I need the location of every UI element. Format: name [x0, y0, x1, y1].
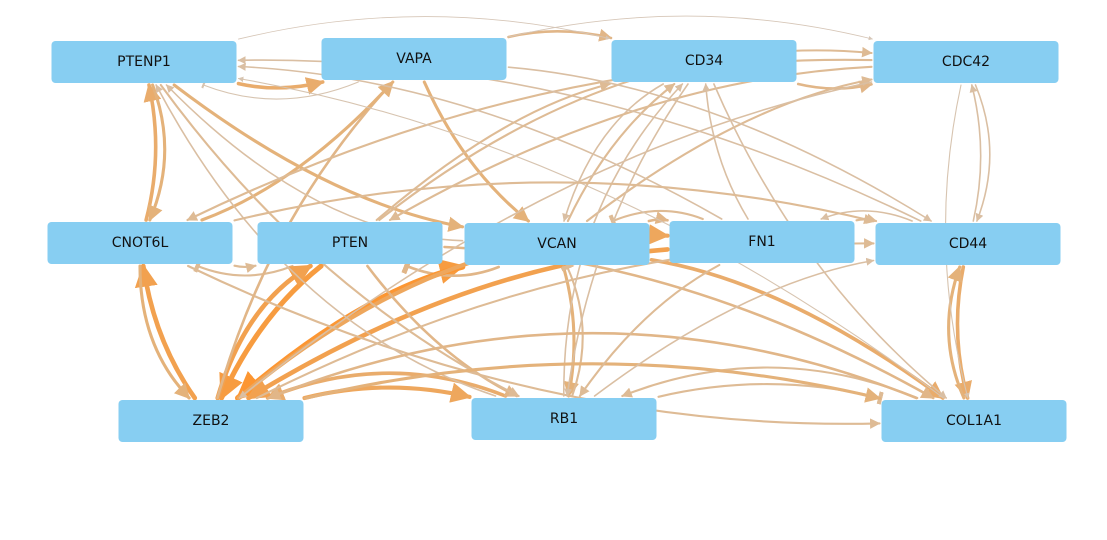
- edge-pten-to-zeb2: [218, 263, 324, 401]
- node-col1a1[interactable]: COL1A1: [881, 400, 1067, 442]
- edge-cd34-to-vcan: [562, 83, 664, 222]
- node-label: CNOT6L: [112, 235, 169, 251]
- node-box: [257, 222, 443, 264]
- node-box: [881, 400, 1067, 442]
- node-zeb2[interactable]: ZEB2: [118, 400, 304, 442]
- node-label: FN1: [748, 234, 775, 250]
- node-box: [611, 40, 797, 82]
- edge-fn1-to-vcan: [608, 209, 704, 228]
- node-vapa[interactable]: VAPA: [321, 38, 507, 80]
- edge-ptenp1-to-rb1: [159, 83, 520, 398]
- edge-cnot6l-to-ptenp1: [143, 83, 162, 222]
- node-ptenp1[interactable]: PTENP1: [51, 41, 237, 83]
- edge-ptenp1-to-vapa: [236, 77, 325, 95]
- node-box: [875, 223, 1061, 265]
- node-box: [471, 398, 657, 440]
- node-cnot6l[interactable]: CNOT6L: [47, 222, 233, 264]
- edge-vapa-to-cd34: [507, 28, 613, 42]
- node-fn1[interactable]: FN1: [669, 221, 855, 263]
- node-label: VAPA: [396, 51, 432, 67]
- edge-fn1-to-ptenp1: [237, 62, 723, 220]
- edge-vapa-to-cdc42: [508, 15, 873, 41]
- node-label: ZEB2: [193, 413, 230, 429]
- node-box: [464, 223, 650, 265]
- edge-vcan-to-pten: [401, 257, 500, 277]
- edge-vapa-to-cd44: [507, 66, 932, 222]
- node-label: PTENP1: [117, 54, 171, 70]
- node-label: VCAN: [537, 236, 576, 252]
- node-box: [47, 222, 233, 264]
- edge-zeb2-to-col1a1: [303, 362, 882, 403]
- node-vcan[interactable]: VCAN: [464, 223, 650, 265]
- edge-cnot6l-to-zeb2: [138, 264, 191, 400]
- edge-cdc42-to-cd44: [974, 84, 991, 222]
- node-pten[interactable]: PTEN: [257, 222, 443, 264]
- node-rb1[interactable]: RB1: [471, 398, 657, 440]
- node-cdc42[interactable]: CDC42: [873, 41, 1059, 83]
- edge-rb1-to-vcan: [560, 262, 584, 398]
- edge-col1a1-to-cd44: [947, 265, 966, 400]
- node-label: CDC42: [942, 54, 990, 70]
- edge-vcan-to-cdc42: [585, 76, 873, 223]
- edge-cdc42-to-cnot6l: [186, 58, 873, 222]
- edge-cnot6l-to-col1a1: [187, 264, 881, 429]
- edge-cdc42-to-zeb2: [238, 81, 873, 399]
- edge-cnot6l-to-cd44: [233, 181, 875, 225]
- node-label: COL1A1: [946, 413, 1002, 429]
- node-label: PTEN: [332, 235, 368, 251]
- node-box: [51, 41, 237, 83]
- edge-ptenp1-to-cnot6l: [148, 83, 167, 222]
- edge-cd44-to-cdc42: [969, 84, 982, 222]
- edge-fn1-to-rb1: [578, 263, 721, 398]
- node-label: CD44: [949, 236, 987, 252]
- edge-vcan-to-cd34: [566, 82, 676, 223]
- node-box: [873, 41, 1059, 83]
- node-cd44[interactable]: CD44: [875, 223, 1061, 265]
- edge-cdc42-to-pten: [388, 65, 873, 222]
- edge-ptenp1-to-cd34: [238, 16, 610, 40]
- node-cd34[interactable]: CD34: [611, 40, 797, 82]
- node-label: CD34: [685, 53, 723, 69]
- edge-pten-to-cd34: [375, 81, 611, 222]
- edge-ptenp1-to-vcan: [172, 83, 465, 232]
- edge-fn1-to-cd34: [702, 83, 749, 220]
- edge-rb1-to-cd44: [593, 257, 875, 397]
- edge-pten-to-cnot6l: [193, 259, 294, 277]
- edge-layer: [134, 15, 991, 429]
- edge-vcan-to-rb1: [561, 265, 579, 398]
- edge-cd44-to-fn1: [820, 210, 913, 222]
- edge-cnot6l-to-pten: [233, 262, 257, 273]
- node-box: [118, 400, 304, 442]
- edge-vapa-to-vcan: [422, 80, 530, 223]
- edge-vcan-to-col1a1: [649, 258, 945, 400]
- edge-col1a1-to-zeb2: [267, 331, 918, 400]
- node-box: [321, 38, 507, 80]
- edge-pten-to-cdc42: [378, 46, 873, 222]
- edge-col1a1-to-ptenp1: [237, 76, 944, 399]
- node-label: RB1: [550, 411, 578, 427]
- edge-vapa-to-ptenp1: [201, 81, 359, 100]
- node-box: [669, 221, 855, 263]
